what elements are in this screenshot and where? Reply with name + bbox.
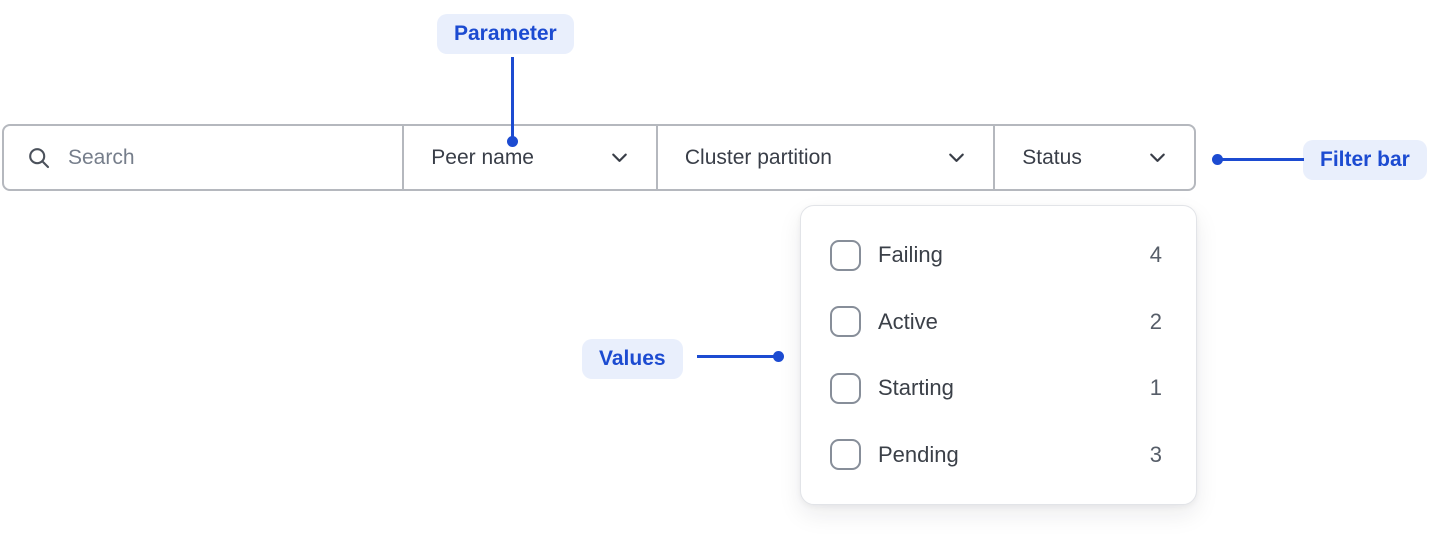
chevron-down-icon <box>949 153 965 162</box>
annotation-dot-values <box>773 351 784 362</box>
status-option-active[interactable]: Active 2 <box>830 289 1162 356</box>
checkbox-unchecked-icon[interactable] <box>830 239 861 271</box>
annotation-connector-values <box>697 355 779 358</box>
chevron-down-icon <box>1150 153 1165 162</box>
dropdown-status-label: Status <box>1022 145 1082 169</box>
status-option-count: 2 <box>1149 308 1162 334</box>
dropdown-cluster-partition[interactable]: Cluster partition <box>655 126 993 189</box>
checkbox-unchecked-icon[interactable] <box>830 306 861 338</box>
search-icon <box>29 147 50 168</box>
status-option-label: Starting <box>878 375 954 401</box>
status-option-count: 3 <box>1149 441 1162 467</box>
status-option-count: 4 <box>1149 242 1162 268</box>
status-option-label: Failing <box>878 242 943 268</box>
annotation-dot-filter-bar <box>1212 154 1223 165</box>
checkbox-unchecked-icon[interactable] <box>830 439 861 471</box>
annotation-badge-values: Values <box>582 339 683 379</box>
annotation-dot-parameter <box>507 136 518 147</box>
status-option-count: 1 <box>1149 375 1162 401</box>
search-field[interactable] <box>4 126 402 189</box>
dropdown-cluster-partition-label: Cluster partition <box>684 145 832 169</box>
status-option-failing[interactable]: Failing 4 <box>830 222 1162 289</box>
status-option-label: Pending <box>878 441 959 467</box>
search-input[interactable] <box>68 145 391 170</box>
filter-bar: Peer name Cluster partition Status <box>2 124 1196 191</box>
status-dropdown-panel: Failing 4 Active 2 Starting 1 Pending 3 <box>800 205 1197 505</box>
annotation-badge-filter-bar: Filter bar <box>1303 140 1427 180</box>
status-option-label: Active <box>878 308 938 334</box>
annotation-connector-parameter <box>511 57 514 141</box>
annotation-connector-filter-bar <box>1218 158 1304 161</box>
status-option-starting[interactable]: Starting 1 <box>830 355 1162 422</box>
dropdown-status[interactable]: Status <box>993 126 1194 189</box>
chevron-down-icon <box>612 153 627 162</box>
dropdown-peer-name[interactable]: Peer name <box>402 126 656 189</box>
checkbox-unchecked-icon[interactable] <box>830 372 861 404</box>
status-option-pending[interactable]: Pending 3 <box>830 422 1162 489</box>
dropdown-peer-name-label: Peer name <box>431 145 534 169</box>
annotation-badge-parameter: Parameter <box>437 14 574 54</box>
